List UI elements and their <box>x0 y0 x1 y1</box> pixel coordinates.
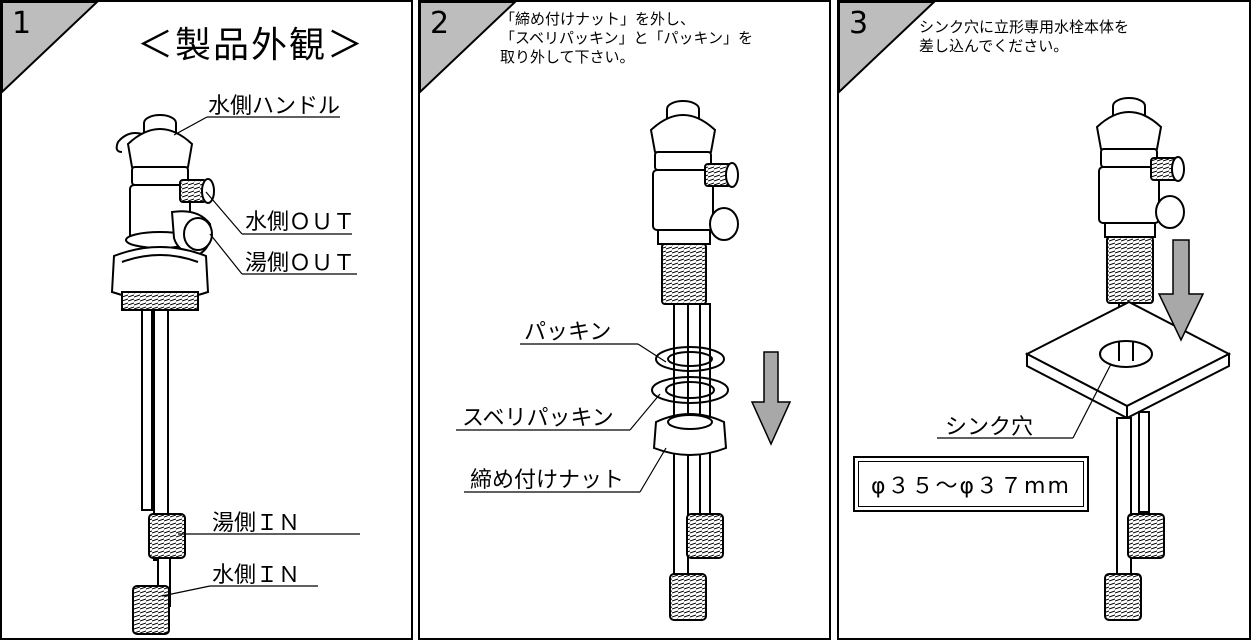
label-water-in: 水側ＩＮ <box>212 563 301 588</box>
label-water-out: 水側ＯＵＴ <box>245 210 356 235</box>
panel-3-illustration <box>839 2 1232 621</box>
panel-1-illustration <box>2 2 360 635</box>
panel-2-instruction: 「締め付けナット」を外し、 「スベリパッキン」と「パッキン」を 取り外して下さい… <box>500 10 754 66</box>
step-number-1: 1 <box>12 6 32 41</box>
step-number-3: 3 <box>849 6 869 41</box>
faucet-body <box>649 100 739 621</box>
step-number-2: 2 <box>430 6 450 41</box>
panel-3: 3 シンク穴に立形専用水栓本体を 差し込んでください。 シンク穴 φ３５～φ３７… <box>837 0 1251 640</box>
down-arrow <box>1157 239 1205 342</box>
faucet-body <box>1095 97 1185 354</box>
panel-1-title: ＜製品外観＞ <box>137 25 366 66</box>
panel-3-leaders <box>937 363 1112 439</box>
step-badge-shape <box>420 2 517 94</box>
label-tightening-nut: 締め付けナット <box>470 468 625 493</box>
panel-2-leaders <box>456 343 667 493</box>
label-slip-packing: スベリパッキン <box>462 406 614 431</box>
panel-2: 2 「締め付けナット」を外し、 「スベリパッキン」と「パッキン」を 取り外して下… <box>418 0 831 640</box>
step-badge-shape <box>839 2 936 94</box>
label-sink-hole: シンク穴 <box>945 415 1034 440</box>
panel-1: 1 ＜製品外観＞ 水側ハンドル 水側ＯＵＴ 湯側ＯＵＴ 湯側ＩＮ 水側ＩＮ <box>0 0 413 640</box>
label-hot-in: 湯側ＩＮ <box>212 511 301 536</box>
down-arrow <box>750 351 792 446</box>
panel-1-leaders <box>161 116 360 597</box>
label-packing: パッキン <box>524 320 612 345</box>
panel-2-illustration <box>420 2 792 621</box>
label-water-handle: 水側ハンドル <box>208 94 341 119</box>
label-hot-out: 湯側ＯＵＴ <box>245 251 356 276</box>
hole-size-label: φ３５～φ３７mm <box>858 461 1084 507</box>
hole-size-box: φ３５～φ３７mm <box>853 456 1089 512</box>
step-badge-shape <box>2 2 99 94</box>
panel-3-instruction: シンク穴に立形専用水栓本体を 差し込んでください。 <box>919 18 1130 55</box>
faucet-body <box>110 114 215 635</box>
faucet-lower <box>1104 342 1165 621</box>
